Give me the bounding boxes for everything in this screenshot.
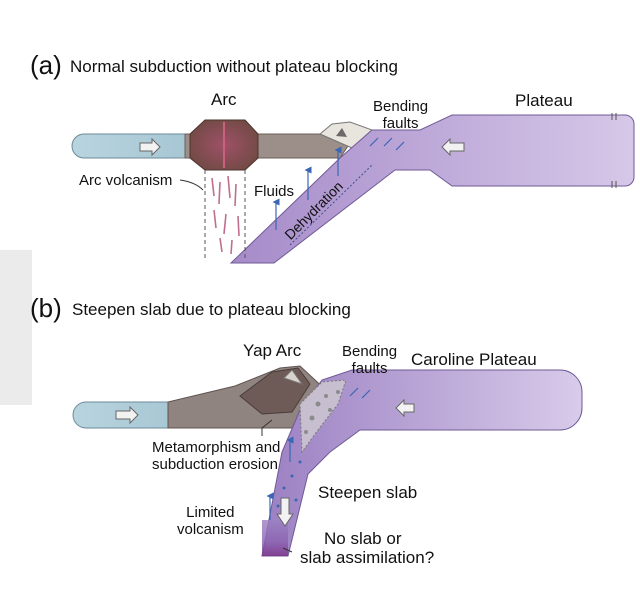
ocean-plate-a xyxy=(71,133,186,159)
side-band xyxy=(0,250,32,405)
bending-faults-label-b: Bending faults xyxy=(342,343,398,377)
erosion-zone-b xyxy=(299,379,347,454)
no-slab-line1: No slab or xyxy=(324,529,402,548)
panel-b-letter: (b) xyxy=(30,293,62,323)
bending-faults-label-a: Bending faults xyxy=(373,98,429,132)
arc-label: Arc xyxy=(211,90,237,109)
plateau-label: Plateau xyxy=(515,91,573,110)
bending-faults-a-line2: faults xyxy=(382,114,419,132)
arrow-left-b xyxy=(395,398,415,418)
metamorphism-line2: subduction erosion xyxy=(152,455,278,473)
arrow-down-b xyxy=(276,497,294,527)
yap-arc-label: Yap Arc xyxy=(243,341,302,360)
limited-volcanism-line2: volcanism xyxy=(177,520,244,538)
panel-b-title: Steepen slab due to plateau blocking xyxy=(72,300,351,319)
no-slab-line2: slab assimilation? xyxy=(300,547,435,567)
limited-volcanism-line1: Limited xyxy=(186,504,235,521)
plateau-slab-a xyxy=(229,114,635,264)
arrow-right-b xyxy=(115,405,139,425)
bending-faults-b-line2: faults xyxy=(351,359,388,377)
bending-faults-a-line1: Bending xyxy=(373,98,429,115)
bending-faults-b-line1: Bending xyxy=(342,343,398,360)
limited-volcanism-label: Limited volcanism xyxy=(177,504,244,538)
steepen-slab-label: Steepen slab xyxy=(318,483,418,502)
arc-volcanism-label: Arc volcanism xyxy=(79,172,173,189)
no-slab-label: No slab or slab assimilation? xyxy=(300,529,435,567)
panel-a-title: Normal subduction without plateau blocki… xyxy=(70,57,398,76)
arrow-left-a xyxy=(441,137,465,157)
fluids-label: Fluids xyxy=(254,183,295,200)
fluid-arrows-a xyxy=(272,146,342,230)
metamorphism-label: Metamorphism and subduction erosion xyxy=(152,439,281,473)
metamorphism-line1: Metamorphism and xyxy=(152,439,281,456)
panel-a-letter: (a) xyxy=(30,50,62,80)
caroline-plateau-label: Caroline Plateau xyxy=(411,350,537,369)
magma-streaks-a xyxy=(211,175,240,255)
arrow-right-a xyxy=(139,137,161,157)
plateau-slab-b xyxy=(261,369,583,557)
